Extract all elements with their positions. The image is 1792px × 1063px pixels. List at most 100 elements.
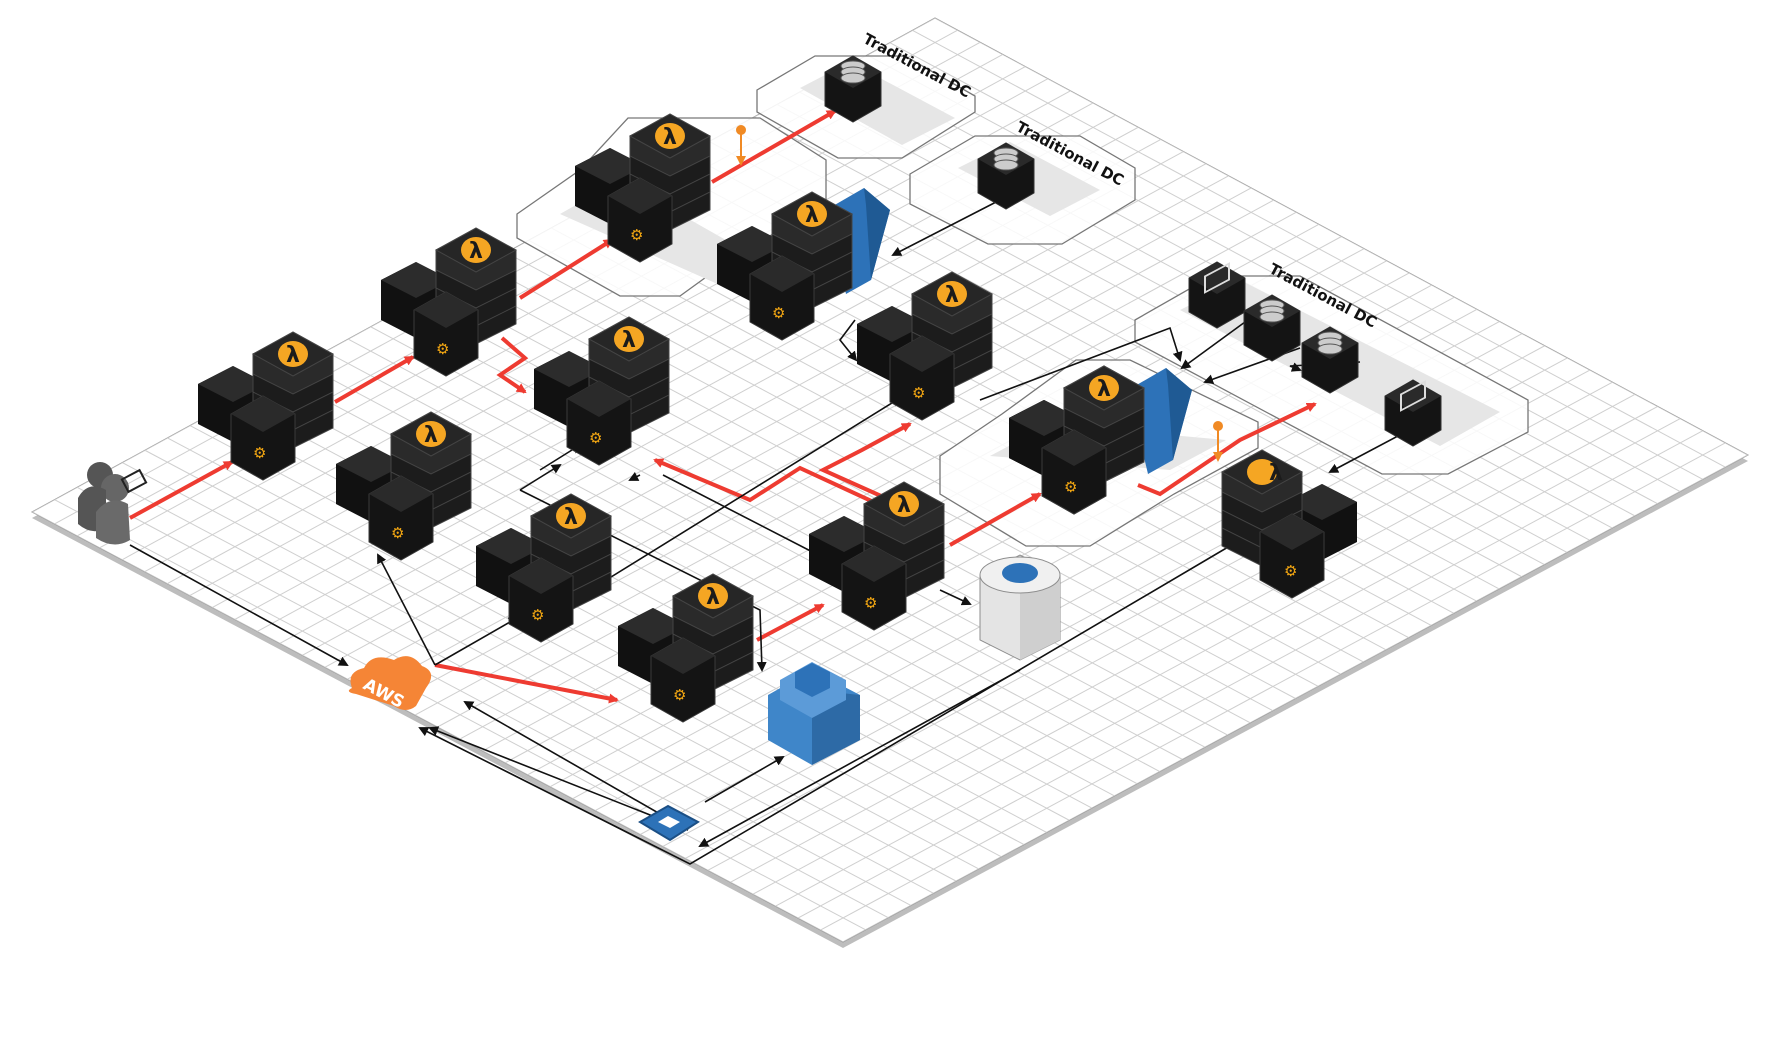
lambda-icon: λ bbox=[278, 341, 308, 368]
compute-node-6[interactable]: λ⚙ bbox=[476, 493, 613, 643]
svg-text:λ: λ bbox=[286, 343, 300, 368]
lambda-icon: λ bbox=[797, 201, 827, 228]
dc-right-terminal-2[interactable] bbox=[1384, 379, 1442, 447]
svg-text:⚙: ⚙ bbox=[253, 444, 266, 462]
lambda-icon: λ bbox=[889, 491, 919, 518]
svg-text:λ: λ bbox=[897, 493, 911, 518]
compute-node-2[interactable]: λ⚙ bbox=[381, 227, 518, 377]
svg-text:λ: λ bbox=[706, 585, 720, 610]
flow-connection-13 bbox=[1180, 321, 1246, 370]
gear-icon: ⚙ bbox=[531, 606, 544, 624]
dc-mid-database[interactable] bbox=[977, 142, 1035, 210]
svg-text:⚙: ⚙ bbox=[531, 606, 544, 624]
gear-icon: ⚙ bbox=[589, 429, 602, 447]
dc-right-database-1[interactable] bbox=[1243, 294, 1301, 362]
flow-highlight-4 bbox=[711, 109, 837, 184]
svg-text:⚙: ⚙ bbox=[630, 226, 643, 244]
svg-text:λ: λ bbox=[945, 283, 959, 308]
flow-connection-12 bbox=[979, 326, 1183, 401]
flow-connection-1 bbox=[129, 544, 349, 666]
security-castle-icon[interactable] bbox=[768, 662, 860, 765]
compute-node-7[interactable]: λ⚙ bbox=[618, 573, 755, 723]
pin-marker-2 bbox=[1213, 421, 1223, 462]
flow-highlight-10 bbox=[818, 422, 912, 502]
flow-highlight-3 bbox=[518, 238, 614, 300]
gear-icon: ⚙ bbox=[673, 686, 686, 704]
svg-text:λ: λ bbox=[622, 328, 636, 353]
storage-cylinder-icon[interactable] bbox=[979, 554, 1061, 661]
lambda-icon: λ bbox=[556, 503, 586, 530]
pin-marker-1 bbox=[736, 125, 746, 166]
database-icon bbox=[1317, 331, 1343, 355]
lambda-icon: λ bbox=[1089, 375, 1119, 402]
svg-text:⚙: ⚙ bbox=[436, 340, 449, 358]
database-icon bbox=[993, 147, 1019, 171]
dc-top-database[interactable] bbox=[824, 55, 882, 123]
flow-connection-8 bbox=[628, 471, 641, 481]
compute-node-12[interactable]: λ⚙ bbox=[1009, 365, 1146, 515]
compute-node-4[interactable]: λ⚙ bbox=[336, 411, 473, 561]
database-icon bbox=[1259, 299, 1285, 323]
gear-icon: ⚙ bbox=[391, 524, 404, 542]
flow-connection-20 bbox=[704, 756, 785, 803]
compute-node-13[interactable]: λ⚙ bbox=[1220, 449, 1357, 599]
lambda-icon: λ bbox=[698, 583, 728, 610]
compute-node-3[interactable]: λ⚙ bbox=[575, 113, 712, 263]
compute-node-8[interactable]: λ⚙ bbox=[809, 481, 946, 631]
flow-highlight-2 bbox=[334, 355, 415, 404]
flow-highlight-7 bbox=[756, 603, 825, 642]
flow-connection-21 bbox=[418, 539, 1241, 865]
database-icon bbox=[840, 60, 866, 84]
lambda-icon: λ bbox=[1247, 459, 1283, 486]
flow-connection-5 bbox=[519, 463, 562, 491]
dc-right-database-2[interactable] bbox=[1301, 326, 1359, 394]
svg-text:λ: λ bbox=[424, 423, 438, 448]
gear-icon: ⚙ bbox=[1284, 562, 1297, 580]
flow-connection-3 bbox=[434, 617, 519, 666]
svg-text:⚙: ⚙ bbox=[1064, 478, 1077, 496]
svg-text:λ: λ bbox=[1269, 461, 1283, 486]
flow-connection-16 bbox=[1328, 435, 1399, 473]
terminal-icon bbox=[1400, 380, 1426, 412]
svg-text:⚙: ⚙ bbox=[673, 686, 686, 704]
flow-connection-17 bbox=[939, 589, 972, 606]
flow-highlight-11 bbox=[653, 458, 881, 507]
flow-connection-18 bbox=[428, 726, 689, 831]
terminal-icon bbox=[1204, 262, 1230, 294]
svg-text:λ: λ bbox=[564, 505, 578, 530]
svg-text:⚙: ⚙ bbox=[1284, 562, 1297, 580]
flow-connection-11 bbox=[838, 319, 858, 362]
lambda-icon: λ bbox=[614, 326, 644, 353]
lambda-icon: λ bbox=[655, 123, 685, 150]
compute-node-11[interactable]: λ⚙ bbox=[717, 191, 854, 341]
flow-connection-22 bbox=[698, 669, 1021, 847]
svg-text:⚙: ⚙ bbox=[912, 384, 925, 402]
compute-node-9[interactable]: λ⚙ bbox=[857, 271, 994, 421]
svg-text:⚙: ⚙ bbox=[589, 429, 602, 447]
flow-connection-4 bbox=[589, 396, 902, 591]
lambda-icon: λ bbox=[461, 237, 491, 264]
svg-text:⚙: ⚙ bbox=[391, 524, 404, 542]
iot-chip-icon[interactable] bbox=[638, 804, 700, 842]
flow-connection-2 bbox=[377, 553, 436, 666]
dc-right-terminal-1[interactable] bbox=[1188, 261, 1246, 329]
mobile-icon bbox=[120, 468, 148, 494]
lambda-icon: λ bbox=[416, 421, 446, 448]
flow-connection-19 bbox=[463, 701, 689, 831]
svg-text:λ: λ bbox=[663, 125, 677, 150]
compute-node-1[interactable]: λ⚙ bbox=[198, 331, 335, 481]
gear-icon: ⚙ bbox=[630, 226, 643, 244]
svg-text:λ: λ bbox=[805, 203, 819, 228]
flow-highlight-9 bbox=[1137, 402, 1317, 497]
gear-icon: ⚙ bbox=[912, 384, 925, 402]
svg-text:λ: λ bbox=[1097, 377, 1111, 402]
gear-icon: ⚙ bbox=[436, 340, 449, 358]
gear-icon: ⚙ bbox=[864, 594, 877, 612]
flow-highlight-5 bbox=[496, 336, 529, 394]
gear-icon: ⚙ bbox=[1064, 478, 1077, 496]
gear-icon: ⚙ bbox=[253, 444, 266, 462]
svg-text:⚙: ⚙ bbox=[864, 594, 877, 612]
compute-node-5[interactable]: λ⚙ bbox=[534, 316, 671, 466]
